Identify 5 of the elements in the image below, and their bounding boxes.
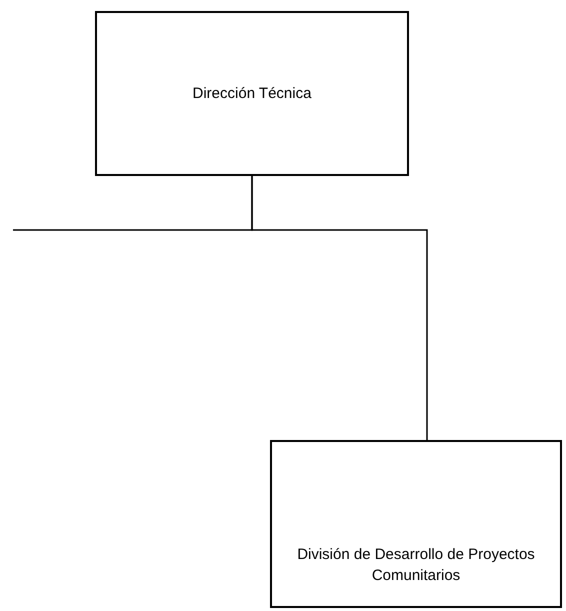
- org-box: [270, 440, 562, 608]
- unit-name: Dirección Técnica: [192, 84, 312, 104]
- org-box: [95, 11, 409, 176]
- unit-name: División de Desarrollo de Proyectos Comunitarios: [296, 545, 536, 586]
- connector-line: [13, 176, 253, 231]
